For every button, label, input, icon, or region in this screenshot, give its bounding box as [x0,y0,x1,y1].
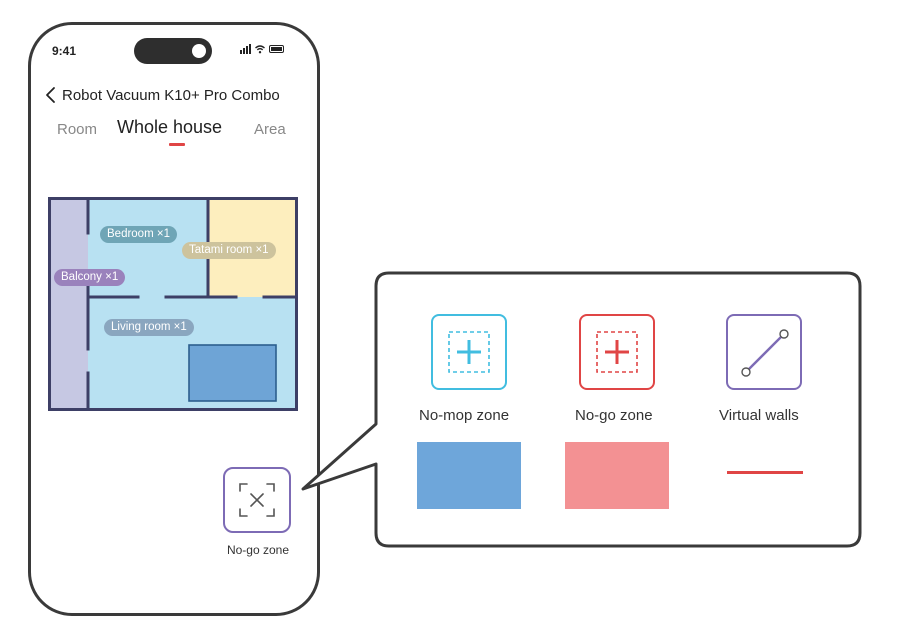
room-label-living: Living room ×1 [104,319,194,336]
dashed-plus-icon [448,331,490,373]
virtual-wall-line-swatch [727,471,803,474]
status-time: 9:41 [52,44,77,58]
virtual-walls-option[interactable] [726,314,802,390]
room-label-tatami: Tatami room ×1 [182,242,276,259]
wifi-icon [255,45,265,54]
expand-x-icon [239,483,275,517]
map-walls [48,197,298,411]
no-go-zone-button-label: No-go zone [226,543,290,557]
tab-area[interactable]: Area [254,121,286,138]
line-segment-icon [741,329,789,377]
virtual-walls-label: Virtual walls [719,407,799,424]
tab-room[interactable]: Room [57,121,98,138]
signal-icon [240,44,251,54]
room-balcony[interactable] [48,197,88,411]
camera-dot [192,44,206,58]
no-go-zone-swatch [565,442,669,509]
status-icons [240,44,284,54]
tab-whole-house[interactable]: Whole house [117,117,223,137]
app-header: Robot Vacuum K10+ Pro Combo [44,86,280,104]
page-title: Robot Vacuum K10+ Pro Combo [62,86,280,104]
room-label-balcony: Balcony ×1 [54,269,126,286]
house-map: Bedroom ×1 Tatami room ×1 Balcony ×1 Liv… [48,197,298,411]
no-mop-zone-option[interactable] [431,314,507,390]
no-go-zone-label: No-go zone [575,407,653,424]
active-tab-indicator [169,143,185,146]
no-mop-zone-swatch [417,442,521,509]
no-go-zone-button[interactable] [223,467,291,533]
mode-tabs: Room Whole house Area [0,117,340,147]
no-go-zone-option[interactable] [579,314,655,390]
room-label-bedroom: Bedroom ×1 [100,226,177,243]
dashed-plus-icon [596,331,638,373]
back-chevron-icon[interactable] [44,86,58,104]
no-mop-zone-label: No-mop zone [419,407,510,424]
no-mop-zone-rect[interactable] [188,344,277,402]
battery-icon [269,45,284,53]
